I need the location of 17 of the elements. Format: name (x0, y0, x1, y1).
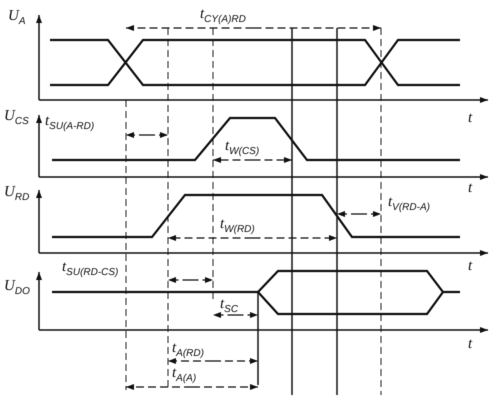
signal-label: U$_{DO}$ (4, 278, 30, 299)
timing-label: t$_{W(CS)}$ (225, 138, 260, 159)
timing-label: t$_{SC}$ (220, 296, 238, 317)
axis-label: t (468, 336, 472, 352)
timing-label: t$_{V(RD-A)}$ (388, 194, 430, 215)
timing-label: t$_{SU(A-RD)}$ (45, 113, 94, 134)
signal-label: U$_{CS}$ (4, 108, 29, 129)
signal-label: U$_{A}$ (8, 8, 26, 29)
axis-label: t (468, 258, 472, 274)
timing-label: t$_{A(A)}$ (172, 365, 196, 386)
timing-label: t$_{W(RD)}$ (220, 216, 255, 237)
timing-label: t$_{SU(RD-CS)}$ (62, 259, 118, 280)
timing-label: t$_{A(RD)}$ (172, 340, 204, 361)
timing-label: t$_{CY(A)RD}$ (200, 6, 246, 27)
axis-label: t (468, 180, 472, 196)
signal-label: U$_{RD}$ (4, 184, 30, 205)
axis-label: t (468, 110, 472, 126)
